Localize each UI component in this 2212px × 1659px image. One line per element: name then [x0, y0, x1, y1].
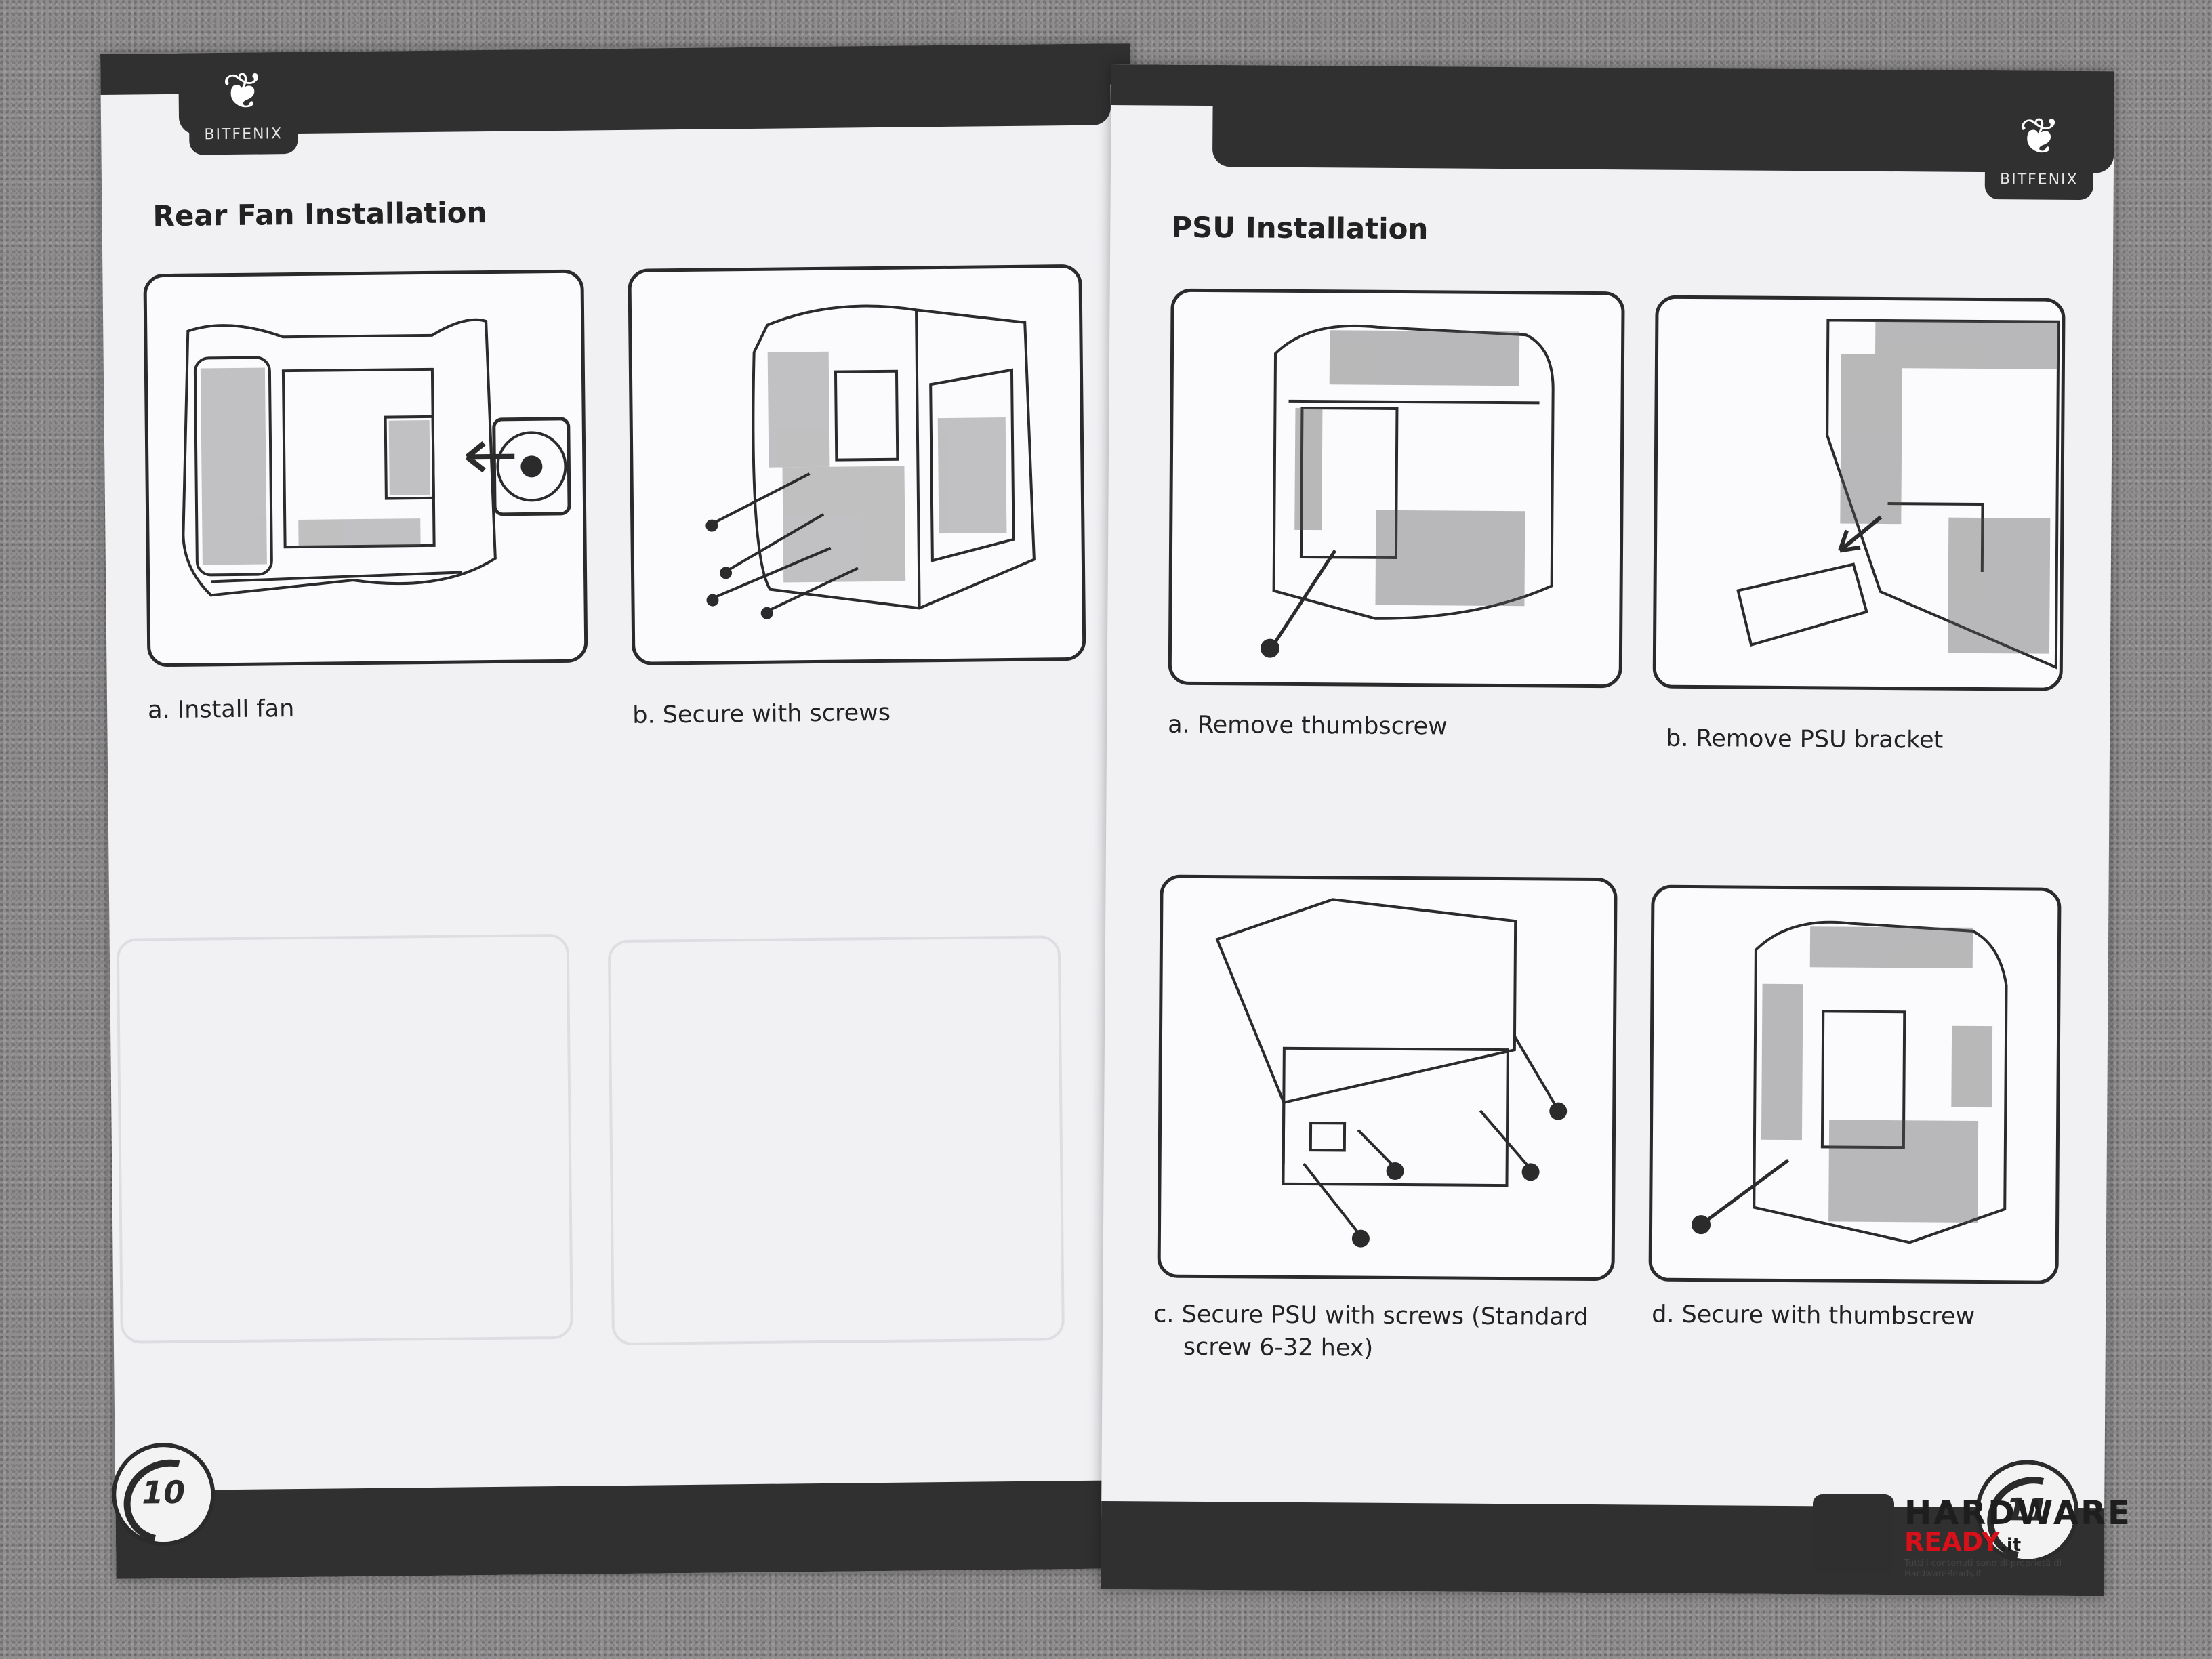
caption-install-fan: a. Install fan [147, 695, 295, 724]
logo-text: BITFENIX [1999, 171, 2078, 188]
case-thumbscrew-illustration [1260, 324, 1555, 658]
right-page: ❦ BITFENIX PSU Installation [1101, 64, 2114, 1597]
caption-secure-psu: c. Secure PSU with screws (Standard scre… [1153, 1298, 1589, 1366]
caption-secure-screws: b. Secure with screws [632, 699, 891, 729]
figure-remove-thumbscrew [1168, 288, 1625, 689]
left-page: ❦ BITFENIX Rear Fan Installation [100, 43, 1147, 1579]
bitfenix-logo: ❦ BITFENIX [188, 52, 298, 155]
section-title-psu: PSU Installation [1171, 210, 1429, 246]
figure-install-fan [143, 269, 588, 668]
header-band-tab [178, 43, 1111, 135]
case-bracket-illustration [1736, 319, 2060, 670]
watermark-subtitle: READY.it [1904, 1527, 2022, 1557]
figure-secure-psu [1157, 874, 1618, 1282]
circuit-logo-icon [1813, 1494, 1894, 1574]
figure-secure-screws [628, 264, 1086, 665]
caption-remove-thumbscrew: a. Remove thumbscrew [1168, 711, 1448, 741]
caption-secure-thumbscrew: d. Secure with thumbscrew [1652, 1300, 1975, 1330]
watermark-tagline: Tutti i contenuti sono di proprietà di H… [1904, 1559, 2062, 1579]
section-title-rear-fan: Rear Fan Installation [152, 196, 487, 233]
page-number: 10 [141, 1473, 186, 1511]
bleed-through-box-right [607, 935, 1065, 1346]
bleed-through-box-left [116, 933, 573, 1344]
figure-secure-thumbscrew [1648, 884, 2062, 1284]
psu-screws-illustration [1215, 898, 1568, 1248]
phoenix-icon: ❦ [2018, 107, 2061, 166]
caption-remove-psu-bracket: b. Remove PSU bracket [1665, 724, 1944, 754]
caption-secure-psu-line2: screw 6-32 hex) [1183, 1333, 1374, 1362]
footer-band [115, 1479, 1147, 1579]
watermark-title: HARDWARE [1904, 1494, 2132, 1532]
header-band-tab [1212, 65, 2114, 173]
page-number-badge-10: 10 [108, 1442, 226, 1559]
bitfenix-logo: ❦ BITFENIX [1984, 98, 2094, 201]
logo-text: BITFENIX [204, 125, 283, 144]
figure-remove-psu-bracket [1652, 295, 2066, 691]
case-psu-installed-illustration [1692, 920, 2008, 1244]
case-rear-fan-illustration [182, 318, 571, 597]
hardwareready-watermark: HARDWARE READY.it Tutti i contenuti sono… [1813, 1488, 2132, 1579]
phoenix-icon: ❦ [222, 62, 265, 121]
case-screws-illustration [705, 304, 1036, 619]
caption-secure-psu-line1: c. Secure PSU with screws (Standard [1153, 1300, 1589, 1331]
